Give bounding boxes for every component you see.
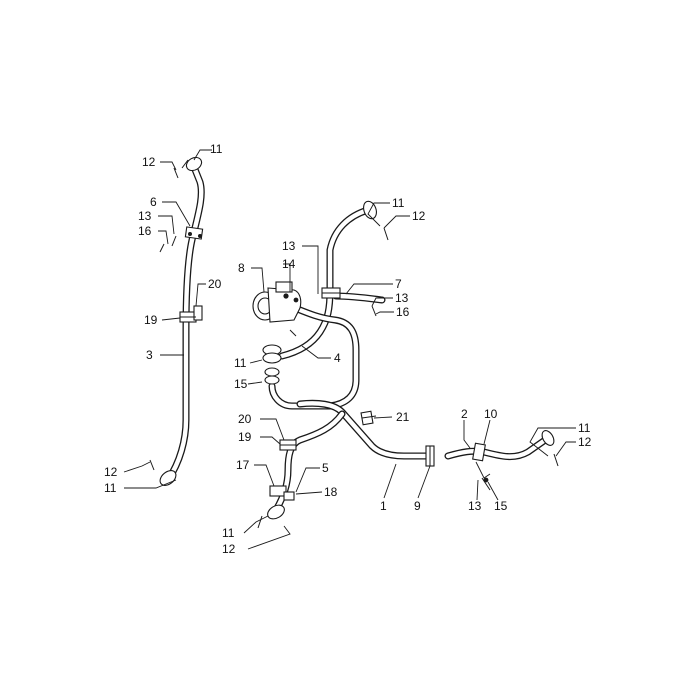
callout-16: 16 xyxy=(396,305,410,319)
flange-top-pipe-3 xyxy=(181,156,203,172)
sleeve-joint-9 xyxy=(425,445,435,467)
pipe-2 xyxy=(444,434,552,461)
callout-11: 11 xyxy=(104,481,117,495)
hardware-bolts xyxy=(149,167,559,529)
callout-12: 12 xyxy=(412,209,426,223)
callout-6: 6 xyxy=(150,195,157,209)
callout-11: 11 xyxy=(222,526,235,540)
callout-5: 5 xyxy=(322,461,329,475)
callout-2: 2 xyxy=(461,407,468,421)
callout-12: 12 xyxy=(142,155,156,169)
callout-11: 11 xyxy=(392,196,405,210)
callout-labels: 11 12 6 13 16 20 19 3 12 11 11 12 13 8 1… xyxy=(104,142,592,556)
clamp-19-20-left xyxy=(179,305,203,323)
callout-12: 12 xyxy=(222,542,236,556)
callout-13: 13 xyxy=(138,209,152,223)
manifold-8 xyxy=(252,281,302,323)
flange-pipe-2 xyxy=(541,430,555,446)
clamp-17-18 xyxy=(269,485,295,501)
callout-3: 3 xyxy=(146,348,153,362)
callout-13: 13 xyxy=(395,291,409,305)
callout-4: 4 xyxy=(334,351,341,365)
pipe-3 xyxy=(164,158,205,484)
callout-20: 20 xyxy=(208,277,222,291)
callout-11: 11 xyxy=(234,356,247,370)
gasket-stack-11-15 xyxy=(262,344,282,385)
callout-18: 18 xyxy=(324,485,338,499)
callout-17: 17 xyxy=(236,458,250,472)
callout-9: 9 xyxy=(414,499,421,513)
callout-14: 14 xyxy=(282,257,296,271)
callout-12: 12 xyxy=(578,435,592,449)
callout-8: 8 xyxy=(238,261,245,275)
flange-pipe-5 xyxy=(267,504,285,520)
clamp-6 xyxy=(184,226,204,240)
clamp-pipe-7 xyxy=(321,287,341,299)
callout-13: 13 xyxy=(468,499,482,513)
callout-12: 12 xyxy=(104,465,118,479)
callout-15: 15 xyxy=(234,377,248,391)
pipe-4 xyxy=(268,302,360,410)
pipe-1 xyxy=(296,399,432,460)
callout-7: 7 xyxy=(395,277,402,291)
clamp-10 xyxy=(472,442,491,483)
clamp-19-20-lower xyxy=(279,439,297,451)
pipe-7 xyxy=(278,206,372,360)
callout-20: 20 xyxy=(238,412,252,426)
callout-15: 15 xyxy=(494,499,508,513)
callout-21: 21 xyxy=(396,410,410,424)
bracket-21 xyxy=(360,410,377,426)
callout-13: 13 xyxy=(282,239,296,253)
callout-19: 19 xyxy=(238,430,252,444)
callout-1: 1 xyxy=(380,499,387,513)
callout-16: 16 xyxy=(138,224,152,238)
callout-11: 11 xyxy=(210,142,223,156)
callout-19: 19 xyxy=(144,313,158,327)
leader-lines xyxy=(123,149,576,550)
callout-11: 11 xyxy=(578,421,591,435)
callout-10: 10 xyxy=(484,407,498,421)
